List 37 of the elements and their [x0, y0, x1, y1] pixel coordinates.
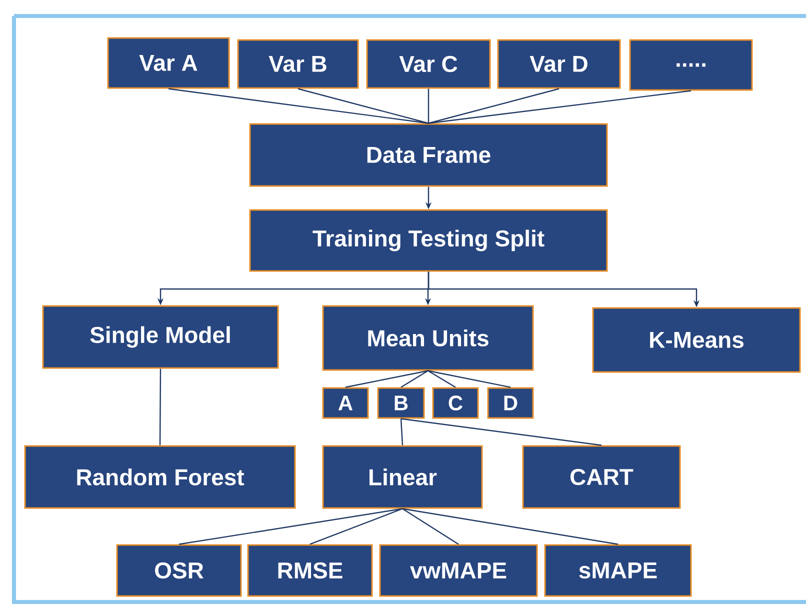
connector	[402, 508, 459, 545]
process-box: K-Means	[592, 307, 801, 373]
connector	[428, 90, 692, 124]
process-box: Mean Units	[322, 305, 534, 371]
connector	[428, 88, 430, 124]
process-box: Single Model	[42, 305, 279, 369]
connector	[428, 88, 560, 124]
process-box: B	[377, 387, 425, 419]
process-box: Var D	[497, 39, 621, 89]
process-box: vwMAPE	[379, 544, 538, 597]
connector	[178, 508, 403, 545]
process-box: OSR	[116, 544, 242, 597]
connector	[168, 88, 429, 124]
connector	[159, 368, 162, 446]
connector	[400, 418, 602, 446]
connector	[428, 370, 456, 388]
process-box: .....	[629, 39, 753, 91]
process-box: Var B	[237, 39, 359, 89]
connector	[310, 508, 403, 545]
process-box: D	[487, 387, 534, 419]
process-box: Var C	[366, 39, 491, 89]
process-box: C	[432, 387, 479, 419]
connector	[298, 88, 429, 124]
process-box: Var A	[107, 37, 230, 89]
process-box: RMSE	[247, 544, 373, 597]
process-box: CART	[522, 445, 681, 509]
process-box: Training Testing Split	[249, 209, 608, 272]
process-box: Random Forest	[24, 445, 296, 509]
process-box: Data Frame	[249, 123, 608, 187]
connector	[402, 508, 618, 545]
connector	[400, 370, 428, 388]
connector	[345, 370, 428, 388]
process-box: Linear	[322, 445, 483, 509]
process-box: A	[322, 387, 369, 419]
connector	[400, 418, 404, 446]
connector	[428, 370, 511, 388]
process-box: sMAPE	[544, 544, 692, 597]
